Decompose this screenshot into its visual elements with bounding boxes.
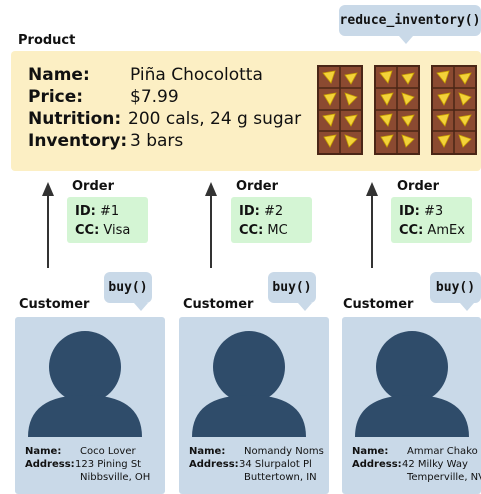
buy-method-bubble: buy() — [104, 272, 152, 311]
customer-name-key: Name: — [189, 446, 226, 457]
product-name-key: Name: — [28, 65, 90, 85]
order-id-value: #2 — [263, 204, 284, 219]
customer-info: Name: Nomandy Noms Address:34 Slurpalot P… — [189, 445, 324, 484]
customer-address-key: Address: — [352, 459, 402, 470]
arrow-line — [47, 194, 49, 268]
order-2-label: Order — [236, 179, 278, 194]
customer-address-key: Address: — [25, 459, 75, 470]
order-1-box: ID: #1 CC: Visa — [67, 197, 148, 243]
arrow-line — [210, 194, 212, 268]
product-name-row: Name: Piña Chocolotta — [28, 65, 263, 85]
order-cc-key: CC: — [239, 223, 264, 238]
order-cc-value: MC — [267, 223, 288, 238]
order-cc-value: Visa — [103, 223, 131, 238]
order-2-box: ID: #2 CC: MC — [231, 197, 312, 243]
arrow-up-icon — [366, 182, 378, 196]
order-1-label: Order — [72, 179, 114, 194]
arrow-up-icon — [42, 182, 54, 196]
order-id-value: #3 — [423, 204, 444, 219]
product-inventory-key: Inventory: — [28, 131, 128, 151]
reduce-inventory-method-bubble: reduce_inventory() — [339, 5, 481, 44]
person-avatar-icon — [192, 331, 306, 437]
product-nutrition-key: Nutrition: — [28, 109, 122, 129]
product-price-key: Price: — [28, 87, 84, 107]
customer-address-line1: 123 Pining St — [75, 459, 142, 470]
order-3-label: Order — [397, 179, 439, 194]
customer-name-value: Ammar Chako — [407, 446, 478, 457]
buy-method-label: buy() — [272, 280, 312, 295]
arrow-up-icon — [205, 182, 217, 196]
customer-1-card: Name: Coco Lover Address:123 Pining St Ni… — [15, 317, 165, 494]
order-id-key: ID: — [399, 204, 420, 219]
product-nutrition-value: 200 cals, 24 g sugar — [128, 109, 302, 129]
customer-2-card: Name: Nomandy Noms Address:34 Slurpalot P… — [179, 317, 329, 494]
product-section-label: Product — [18, 33, 76, 48]
buy-method-bubble: buy() — [430, 272, 481, 311]
chocolate-bar-icon — [431, 65, 477, 155]
person-avatar-icon — [28, 331, 142, 437]
product-inventory-value: 3 bars — [130, 131, 184, 151]
customer-3-label: Customer — [343, 297, 414, 312]
order-3-box: ID: #3 CC: AmEx — [391, 197, 472, 243]
order-cc-key: CC: — [399, 223, 424, 238]
buy-method-label: buy() — [108, 280, 148, 295]
product-inventory-row: Inventory:3 bars — [28, 131, 183, 151]
chocolate-bar-icon — [317, 65, 363, 155]
person-avatar-icon — [355, 331, 469, 437]
customer-name-key: Name: — [352, 446, 389, 457]
customer-name-value: Coco Lover — [80, 446, 136, 457]
order-id-key: ID: — [75, 204, 96, 219]
product-box: Name: Piña Chocolotta Price: $7.99 Nutriti… — [11, 51, 481, 171]
customer-3-card: Name: Ammar Chako Address:42 Milky Way Te… — [342, 317, 481, 494]
customer-name-key: Name: — [25, 446, 62, 457]
reduce-inventory-method-label: reduce_inventory() — [339, 13, 481, 28]
product-nutrition-row: Nutrition: 200 cals, 24 g sugar — [28, 109, 301, 129]
buy-method-label: buy() — [435, 280, 476, 295]
buy-method-bubble: buy() — [268, 272, 316, 311]
customer-info: Name: Ammar Chako Address:42 Milky Way Te… — [352, 445, 481, 484]
customer-address-line1: 34 Slurpalot Pl — [239, 459, 312, 470]
customer-name-value: Nomandy Noms — [244, 446, 324, 457]
customer-address-line1: 42 Milky Way — [402, 459, 468, 470]
order-cc-value: AmEx — [427, 223, 465, 238]
arrow-line — [371, 194, 373, 268]
product-price-row: Price: $7.99 — [28, 87, 179, 107]
order-id-value: #1 — [99, 204, 120, 219]
customer-1-label: Customer — [19, 297, 90, 312]
product-name-value: Piña Chocolotta — [130, 65, 263, 85]
order-id-key: ID: — [239, 204, 260, 219]
customer-address-line2: Nibbsville, OH — [80, 472, 151, 483]
customer-address-line2: Temperville, NV — [407, 472, 481, 483]
chocolate-bar-icon — [374, 65, 420, 155]
customer-2-label: Customer — [183, 297, 254, 312]
product-price-value: $7.99 — [130, 87, 179, 107]
order-cc-key: CC: — [75, 223, 100, 238]
customer-info: Name: Coco Lover Address:123 Pining St Ni… — [25, 445, 150, 484]
customer-address-line2: Buttertown, IN — [244, 472, 317, 483]
customer-address-key: Address: — [189, 459, 239, 470]
